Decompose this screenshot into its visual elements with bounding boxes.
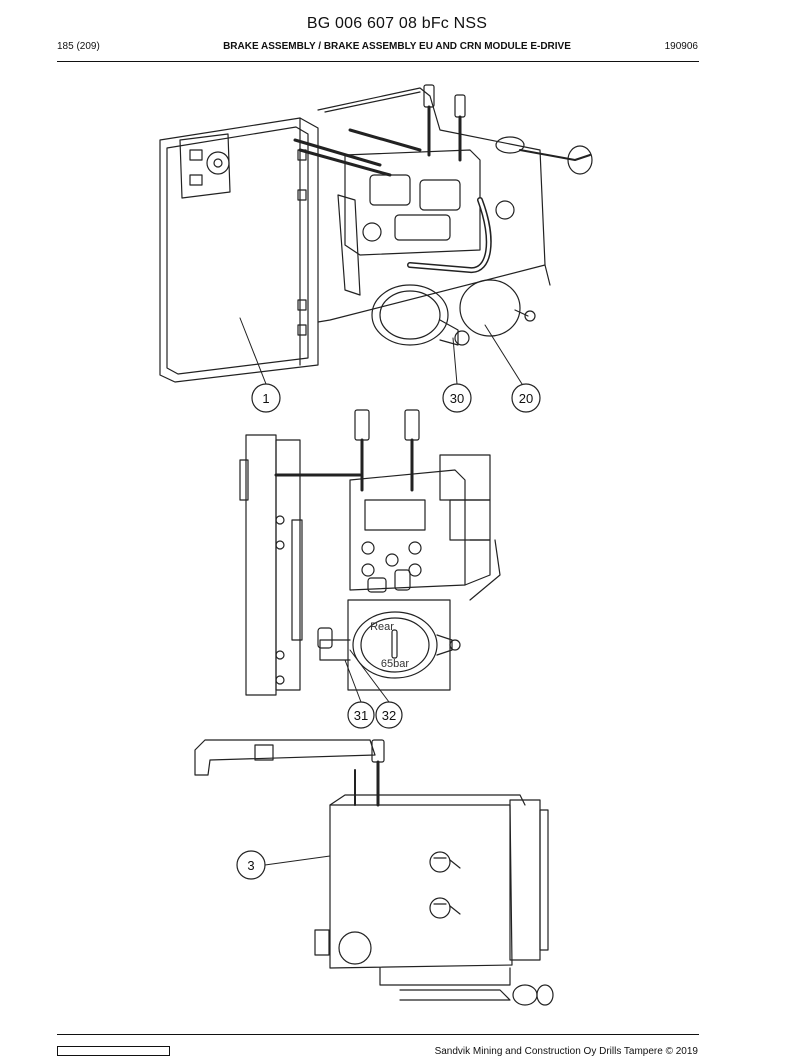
document-title: BG 006 607 08 bFc NSS [306, 15, 488, 32]
svg-text:30: 30 [450, 391, 464, 406]
svg-text:20: 20 [519, 391, 533, 406]
view-side [239, 409, 501, 696]
callout-31: 31 [347, 701, 375, 729]
svg-text:3: 3 [247, 858, 254, 873]
view-isometric [159, 84, 593, 383]
company-logo [57, 1046, 170, 1056]
header-rule [57, 61, 699, 62]
footer-copyright: Sandvik Mining and Construction Oy Drill… [434, 1046, 698, 1057]
svg-text:1: 1 [262, 391, 269, 406]
callout-1: 1 [251, 383, 281, 413]
section-title: BRAKE ASSEMBLY / BRAKE ASSEMBLY EU AND C… [223, 41, 571, 52]
page-number: 185 (209) [57, 41, 100, 52]
svg-text:32: 32 [382, 708, 396, 723]
callout-20: 20 [511, 383, 541, 413]
document-code: 190906 [664, 41, 698, 52]
accumulator-rear-label: Rear [370, 621, 394, 633]
svg-text:31: 31 [354, 708, 368, 723]
accumulator-pressure-label: 65bar [381, 658, 409, 670]
leader-lines [239, 317, 523, 866]
callout-32: 32 [375, 701, 403, 729]
callout-30: 30 [442, 383, 472, 413]
view-front [194, 739, 554, 1006]
callout-3: 3 [236, 850, 266, 880]
footer-rule [57, 1034, 699, 1035]
